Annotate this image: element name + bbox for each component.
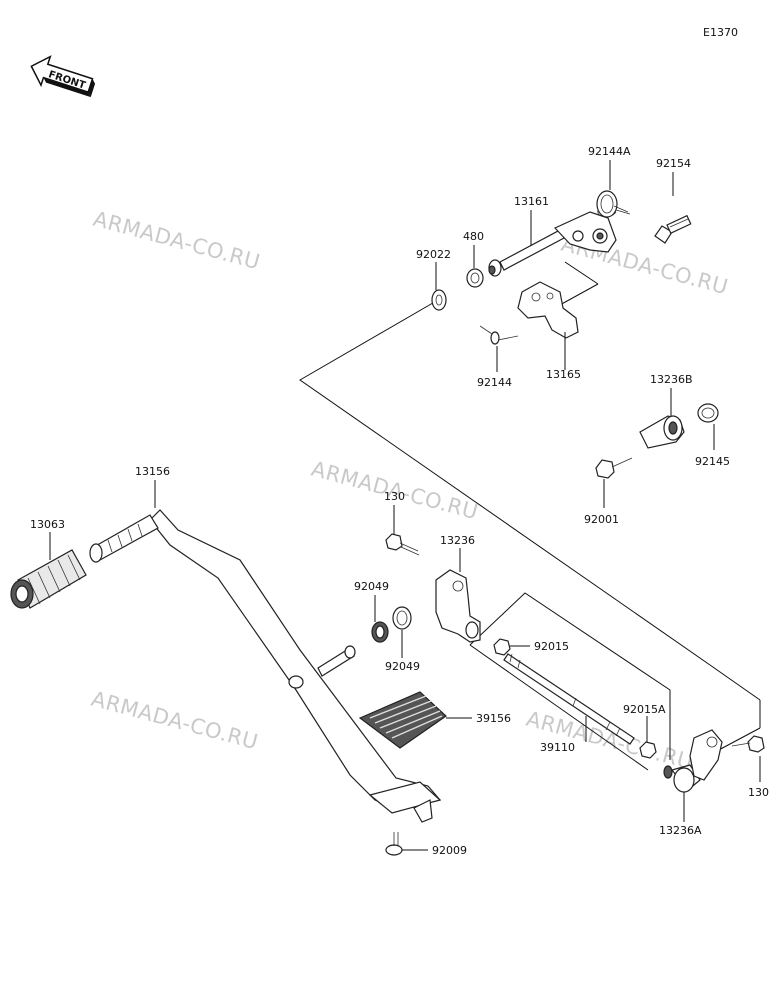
label-92154: 92154	[656, 157, 691, 170]
watermark-4: ARMADA-CO.RU	[89, 687, 261, 755]
part-13161-shift-shaft	[488, 211, 617, 277]
part-92009-bolt	[385, 832, 403, 856]
label-480: 480	[463, 230, 484, 243]
part-13236b-lever	[639, 415, 685, 449]
part-92049-washer-a	[371, 621, 389, 643]
label-130-upper: 130	[384, 490, 405, 503]
label-92022: 92022	[416, 248, 451, 261]
diagram-code: E1370	[703, 26, 738, 39]
part-labels: 92144A 92154 13161 480 92022 92144 13165…	[30, 145, 769, 857]
label-13236b: 13236B	[650, 373, 693, 386]
part-92145-spring	[697, 403, 719, 423]
leader-lines	[49, 160, 761, 851]
part-130-bolt-upper	[385, 533, 420, 556]
watermark-1: ARMADA-CO.RU	[91, 207, 263, 275]
label-13063: 13063	[30, 518, 65, 531]
part-39110-tie-rod	[503, 653, 635, 745]
part-13236a-lever	[663, 729, 723, 793]
label-92144a: 92144A	[588, 145, 631, 158]
label-13161: 13161	[514, 195, 549, 208]
label-92049-b: 92049	[385, 660, 420, 673]
part-92144a-spring	[596, 190, 631, 218]
part-92144-spring	[479, 325, 519, 345]
part-92001-bolt	[595, 457, 633, 479]
label-13156: 13156	[135, 465, 170, 478]
label-92049-a: 92049	[354, 580, 389, 593]
assembly-bracket-lines	[299, 261, 761, 771]
watermarks: ARMADA-CO.RU ARMADA-CO.RU ARMADA-CO.RU A…	[89, 207, 731, 775]
label-130-lower: 130	[748, 786, 769, 799]
part-13236-lever	[435, 569, 481, 643]
part-13063-rubber-peg	[10, 549, 87, 609]
part-92015-nut	[493, 638, 511, 656]
label-13236: 13236	[440, 534, 475, 547]
label-92009: 92009	[432, 844, 467, 857]
part-130-bolt-lower	[731, 735, 765, 753]
part-92049-washer-b	[392, 606, 412, 630]
part-92015a-nut	[639, 741, 657, 759]
label-92144: 92144	[477, 376, 512, 389]
front-arrow-icon: FRONT	[30, 55, 96, 98]
part-39156-pedal-pad	[358, 691, 447, 749]
label-13236a: 13236A	[659, 824, 702, 837]
label-92015: 92015	[534, 640, 569, 653]
label-39156: 39156	[476, 712, 511, 725]
part-92154-bolt	[654, 214, 692, 244]
label-92001: 92001	[584, 513, 619, 526]
part-92022-washer	[431, 289, 447, 311]
part-480-circlip	[466, 268, 484, 288]
part-13156-shift-pedal	[89, 509, 442, 823]
label-92015a: 92015A	[623, 703, 666, 716]
label-13165: 13165	[546, 368, 581, 381]
label-92145: 92145	[695, 455, 730, 468]
label-39110: 39110	[540, 741, 575, 754]
part-13165-plate	[517, 281, 579, 339]
